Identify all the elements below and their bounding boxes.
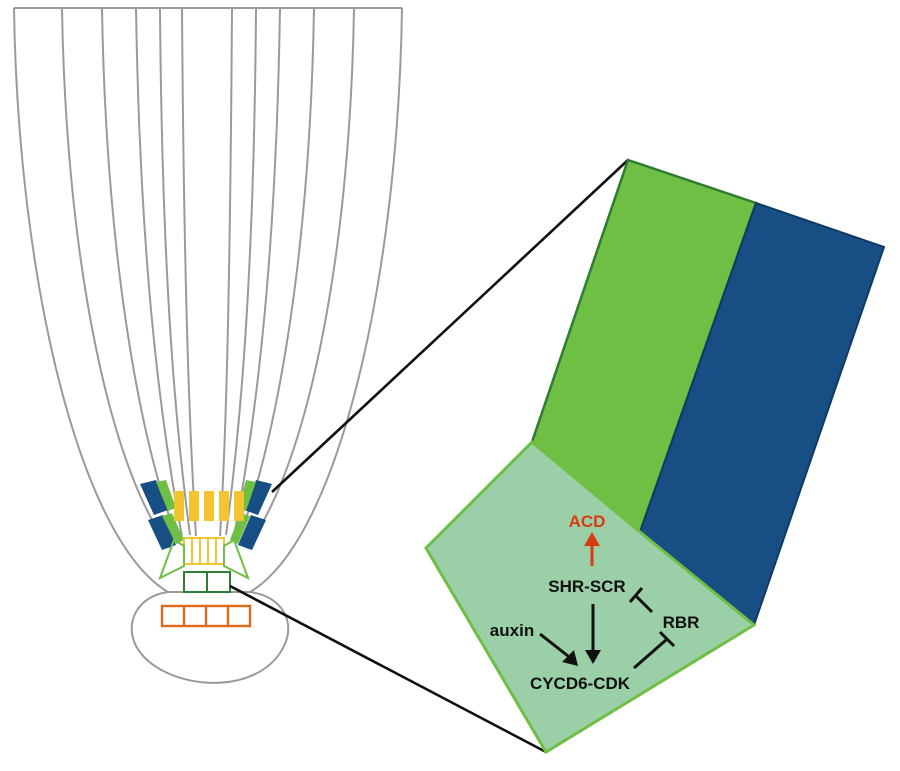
rbr-label: RBR [663, 613, 700, 632]
auxin-label: auxin [490, 621, 534, 640]
rbr-inhibits-cycd6 [633, 638, 667, 670]
cycd6-cdk-label: CYCD6-CDK [530, 674, 631, 693]
zoom-lines [229, 159, 629, 754]
auxin-to-cycd6-arrowhead [562, 650, 578, 666]
rbr-inhibits-shr-scr-bar [628, 587, 644, 603]
root-tip-schematic [13, 7, 403, 684]
cell-file-lines [13, 7, 403, 593]
cortex-cells [140, 480, 272, 550]
rbr-inhibits-shr-scr [634, 594, 654, 614]
shr-to-cycd6-arrowhead [585, 650, 601, 664]
enlarged-cells [424, 158, 886, 755]
vascular-cells [174, 491, 244, 521]
stem-cell-niche [183, 537, 225, 565]
endodermis-cells [156, 480, 256, 544]
initial-cells [158, 538, 250, 581]
regulatory-network: ACD SHR-SCR RBR auxin CYCD6-CDK [490, 512, 700, 693]
auxin-to-cycd6-arrow [539, 632, 569, 658]
acd-label: ACD [569, 512, 606, 531]
shr-scr-label: SHR-SCR [548, 577, 625, 596]
zoom-source-cells [183, 571, 231, 593]
enlarged-initial-cell [424, 439, 757, 755]
root-cap [130, 591, 290, 684]
acd-arrowhead [584, 532, 600, 546]
columella-cells [160, 604, 252, 628]
rbr-inhibits-cycd6-bar [658, 630, 676, 648]
